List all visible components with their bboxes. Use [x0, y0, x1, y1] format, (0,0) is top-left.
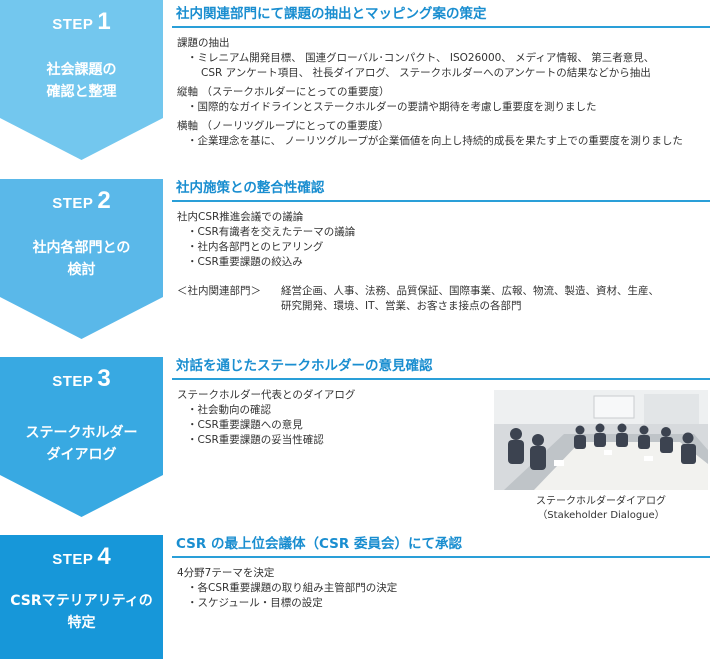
step-2-body: 社内CSR推進会議での議論 ・CSR有識者を交えたテーマの議論 ・社内各部門との… [172, 210, 710, 314]
dialogue-meeting-illustration [494, 390, 708, 490]
step-3-title: ステークホルダー ダイアログ [0, 422, 163, 466]
step-3-title-line: ステークホルダー [25, 425, 138, 441]
body-line: ・各CSR重要課題の取り組み主管部門の決定 [187, 582, 398, 594]
step-1-title-line: 社会課題の [46, 62, 117, 78]
body-line: ステークホルダー代表とのダイアログ [177, 389, 356, 401]
body-line: ・国際的なガイドラインとステークホルダーの要請や期待を考慮し重要度を測りました [187, 101, 597, 113]
step-3-number: 3 [97, 365, 111, 392]
related-departments-list: 経営企画、人事、法務、品質保証、国際事業、広報、物流、製造、資材、生産、 研究開… [281, 284, 659, 314]
body-line: ・CSR重要課題の妥当性確認 [187, 434, 324, 446]
step-3-chevron-fill [0, 357, 163, 517]
body-line: 社内CSR推進会議での議論 [177, 211, 304, 223]
step-4-body: 4分野7テーマを決定 ・各CSR重要課題の取り組み主管部門の決定 ・スケジュール… [172, 566, 710, 611]
step-2-heading: 社内施策との整合性確認 [172, 178, 710, 202]
department-line: 経営企画、人事、法務、品質保証、国際事業、広報、物流、製造、資材、生産、 [281, 285, 659, 297]
body-line: ・CSR重要課題への意見 [187, 419, 303, 431]
body-line: ・CSR有識者を交えたテーマの議論 [187, 226, 356, 238]
stakeholder-dialogue-photo [494, 390, 708, 490]
step-2-word: STEP [52, 195, 94, 212]
department-line: 研究開発、環境、IT、営業、お客さま接点の各部門 [281, 300, 522, 312]
body-line: 縦軸 （ステークホルダーにとっての重要度） [177, 86, 390, 98]
related-departments-label: ＜社内関連部門＞ [177, 285, 261, 297]
body-line: ・CSR重要課題の絞込み [187, 256, 303, 268]
body-line: ・社会動向の確認 [187, 404, 271, 416]
body-line: ・社内各部門とのヒアリング [187, 241, 324, 253]
step-3-word: STEP [52, 373, 94, 390]
step-3-chevron-shape [0, 357, 163, 517]
step-1-chevron-fill [0, 0, 163, 160]
step-4-box-shape [0, 535, 163, 659]
step-4-title: CSRマテリアリティの 特定 [0, 590, 163, 634]
step-3-section: 対話を通じたステークホルダーの意見確認 ステークホルダー代表とのダイアログ ・社… [172, 356, 710, 448]
step-4-section: CSR の最上位会議体（CSR 委員会）にて承認 4分野7テーマを決定 ・各CS… [172, 534, 710, 611]
photo-caption: ステークホルダーダイアログ （Stakeholder Dialogue） [494, 495, 708, 523]
step-1-number: 1 [97, 8, 111, 35]
step-1-chevron-shape [0, 0, 163, 160]
step-2-section: 社内施策との整合性確認 社内CSR推進会議での議論 ・CSR有識者を交えたテーマ… [172, 178, 710, 314]
body-line: CSR アンケート項目、 社長ダイアログ、 ステークホルダーへのアンケートの結果… [201, 67, 651, 79]
body-line: 課題の抽出 [177, 37, 230, 49]
step-4-title-line: CSRマテリアリティの [10, 593, 153, 609]
body-line: ・ミレニアム開発目標、 国連グローバル･コンパクト、 ISO26000、 メディ… [187, 52, 655, 64]
step-2-title: 社内各部門との 検討 [0, 237, 163, 281]
photo-caption-line: ステークホルダーダイアログ [536, 496, 666, 507]
related-departments: ＜社内関連部門＞ 経営企画、人事、法務、品質保証、国際事業、広報、物流、製造、資… [177, 284, 710, 314]
step-4-title-line: 特定 [67, 615, 96, 631]
body-line: ・企業理念を基に、 ノーリツグループが企業価値を向上し持続的成長を果たす上での重… [187, 135, 683, 147]
step-2-chevron-fill [0, 179, 163, 339]
step-2-number: 2 [97, 187, 111, 214]
step-2-title-line: 社内各部門との [32, 240, 131, 256]
step-1-body: 課題の抽出 ・ミレニアム開発目標、 国連グローバル･コンパクト、 ISO2600… [172, 36, 710, 149]
step-2-chevron-shape [0, 179, 163, 339]
step-1-heading: 社内関連部門にて課題の抽出とマッピング案の策定 [172, 4, 710, 28]
step-4-heading: CSR の最上位会議体（CSR 委員会）にて承認 [172, 534, 710, 558]
body-line: 横軸 （ノーリツグループにとっての重要度） [177, 120, 389, 132]
step-1-section: 社内関連部門にて課題の抽出とマッピング案の策定 課題の抽出 ・ミレニアム開発目標… [172, 4, 710, 149]
body-line: 4分野7テーマを決定 [177, 567, 275, 579]
step-4-box-fill [0, 535, 163, 659]
step-1-word: STEP [52, 16, 94, 33]
step-4-word: STEP [52, 551, 94, 568]
step-3-heading: 対話を通じたステークホルダーの意見確認 [172, 356, 710, 380]
body-line: ・スケジュール・目標の設定 [187, 597, 323, 609]
step-1-title: 社会課題の 確認と整理 [0, 59, 163, 103]
step-3-title-line: ダイアログ [46, 447, 117, 463]
step-2-title-line: 検討 [67, 262, 96, 278]
step-1-title-line: 確認と整理 [46, 84, 117, 100]
step-4-number: 4 [97, 543, 111, 570]
step-3-body: ステークホルダー代表とのダイアログ ・社会動向の確認 ・CSR重要課題への意見 … [172, 388, 710, 448]
photo-caption-line: （Stakeholder Dialogue） [537, 510, 665, 521]
